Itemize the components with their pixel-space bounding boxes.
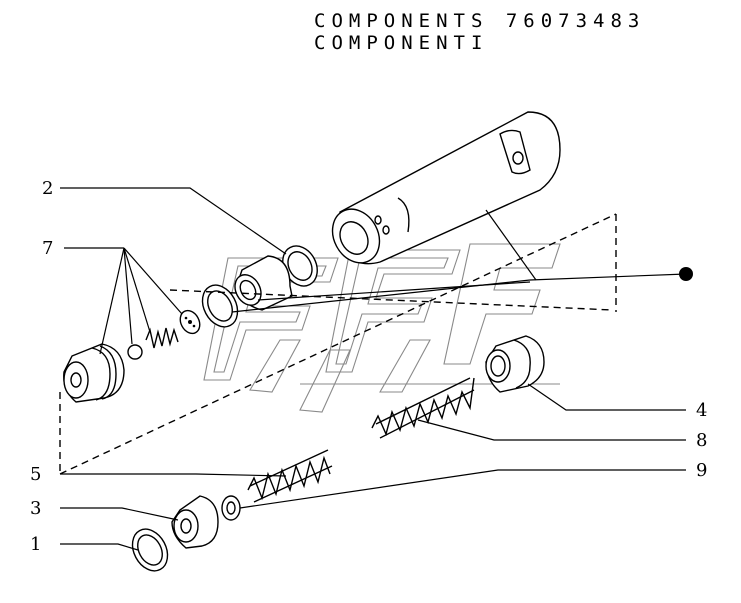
assembly-dashed-lines <box>59 213 617 475</box>
part-8-spring <box>371 377 475 439</box>
valve-body-tube <box>331 111 561 265</box>
piston-part <box>63 343 125 403</box>
callout-2: 2 <box>42 178 53 199</box>
title-components: COMPONENTS 76073483 <box>314 10 646 32</box>
callout-3: 3 <box>30 498 41 519</box>
part-3-cap <box>171 495 219 549</box>
part-5-spring <box>247 449 333 503</box>
callout-1: 1 <box>30 534 41 555</box>
small-disc <box>179 309 201 335</box>
small-spring <box>145 327 179 349</box>
callout-9: 9 <box>696 460 707 481</box>
part-1-ring <box>131 528 169 572</box>
sleeve-part <box>234 255 293 311</box>
callout-8: 8 <box>696 430 707 451</box>
ball <box>127 344 143 360</box>
callout-leaders <box>60 187 686 551</box>
part-9-ring <box>221 495 241 521</box>
reference-dot <box>679 267 693 281</box>
assembly-leader-lines <box>231 209 693 313</box>
callout-4: 4 <box>696 400 707 421</box>
callout-numbers: 2 7 4 8 9 5 3 1 <box>30 178 707 555</box>
title-componenti: COMPONENTI <box>314 32 489 54</box>
callout-5: 5 <box>30 464 41 485</box>
part-4-bushing <box>485 335 545 393</box>
callout-7: 7 <box>42 238 53 259</box>
